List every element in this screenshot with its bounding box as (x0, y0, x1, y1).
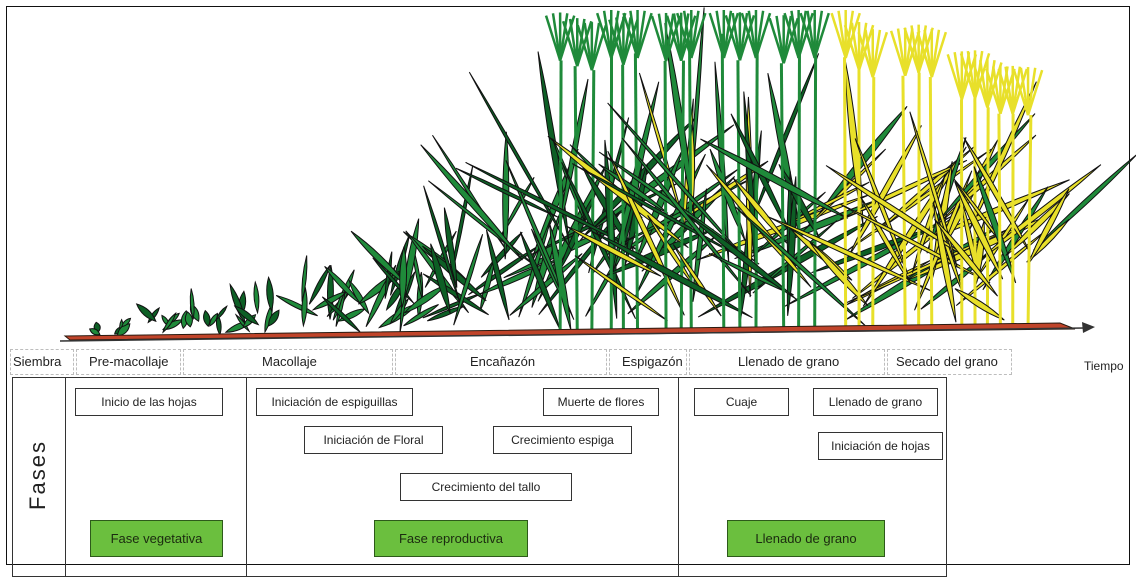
phase-llenado-grano: Llenado de grano (727, 520, 885, 557)
stem (560, 61, 561, 333)
stem (873, 77, 874, 329)
stem (1028, 115, 1031, 327)
wheat-growth-illustration (0, 0, 1136, 350)
stage-pre-macollaje: Pre-macollaje (76, 349, 181, 375)
event-iniciacion-espiguillas: Iniciación de espiguillas (256, 388, 413, 416)
event-iniciacion-floral: Iniciación de Floral (304, 426, 443, 454)
leaf (204, 311, 210, 327)
stage-siembra: Siembra (10, 349, 74, 375)
event-llenado-grano: Llenado de grano (813, 388, 938, 416)
event-crecimiento-espiga: Crecimiento espiga (493, 426, 632, 454)
divider-reproductive-filling (678, 377, 679, 577)
stem (799, 40, 800, 330)
leaf (254, 282, 259, 313)
leaf (309, 265, 330, 304)
stem (815, 47, 816, 329)
axis-label-tiempo: Tiempo (1084, 359, 1124, 373)
stem (681, 61, 683, 332)
event-muerte-flores: Muerte de flores (543, 388, 659, 416)
phase-reproductiva: Fase reproductiva (374, 520, 528, 557)
stem (575, 66, 577, 333)
stem (756, 43, 757, 331)
leaf (267, 277, 274, 310)
stem (845, 57, 846, 329)
event-cuaje: Cuaje (694, 388, 789, 416)
stem (987, 107, 988, 327)
event-inicio-hojas: Inicio de las hojas (75, 388, 223, 416)
stem (999, 114, 1000, 327)
wheat-plants (90, 7, 1136, 335)
event-iniciacion-hojas: Iniciación de hojas (818, 432, 943, 460)
event-crecimiento-tallo: Crecimiento del tallo (400, 473, 572, 501)
stage-macollaje: Macollaje (183, 349, 393, 375)
leaf (216, 306, 226, 319)
phase-vegetativa: Fase vegetativa (90, 520, 223, 557)
stage-llenado-de-grano: Llenado de grano (689, 349, 885, 375)
stem (903, 76, 905, 329)
stage-secado-del-grano: Secado del grano (887, 349, 1012, 375)
divider-label (65, 377, 66, 577)
fases-label: Fases (25, 440, 51, 510)
stem (738, 60, 740, 330)
stage-encanazon: Encañazón (395, 349, 607, 375)
stem (930, 77, 931, 328)
time-axis-arrowhead (1082, 322, 1095, 333)
stage-espigazon: Espigazón (609, 349, 687, 375)
stem (592, 70, 594, 332)
leaf (351, 231, 407, 285)
divider-vegetative-reproductive (246, 377, 247, 577)
